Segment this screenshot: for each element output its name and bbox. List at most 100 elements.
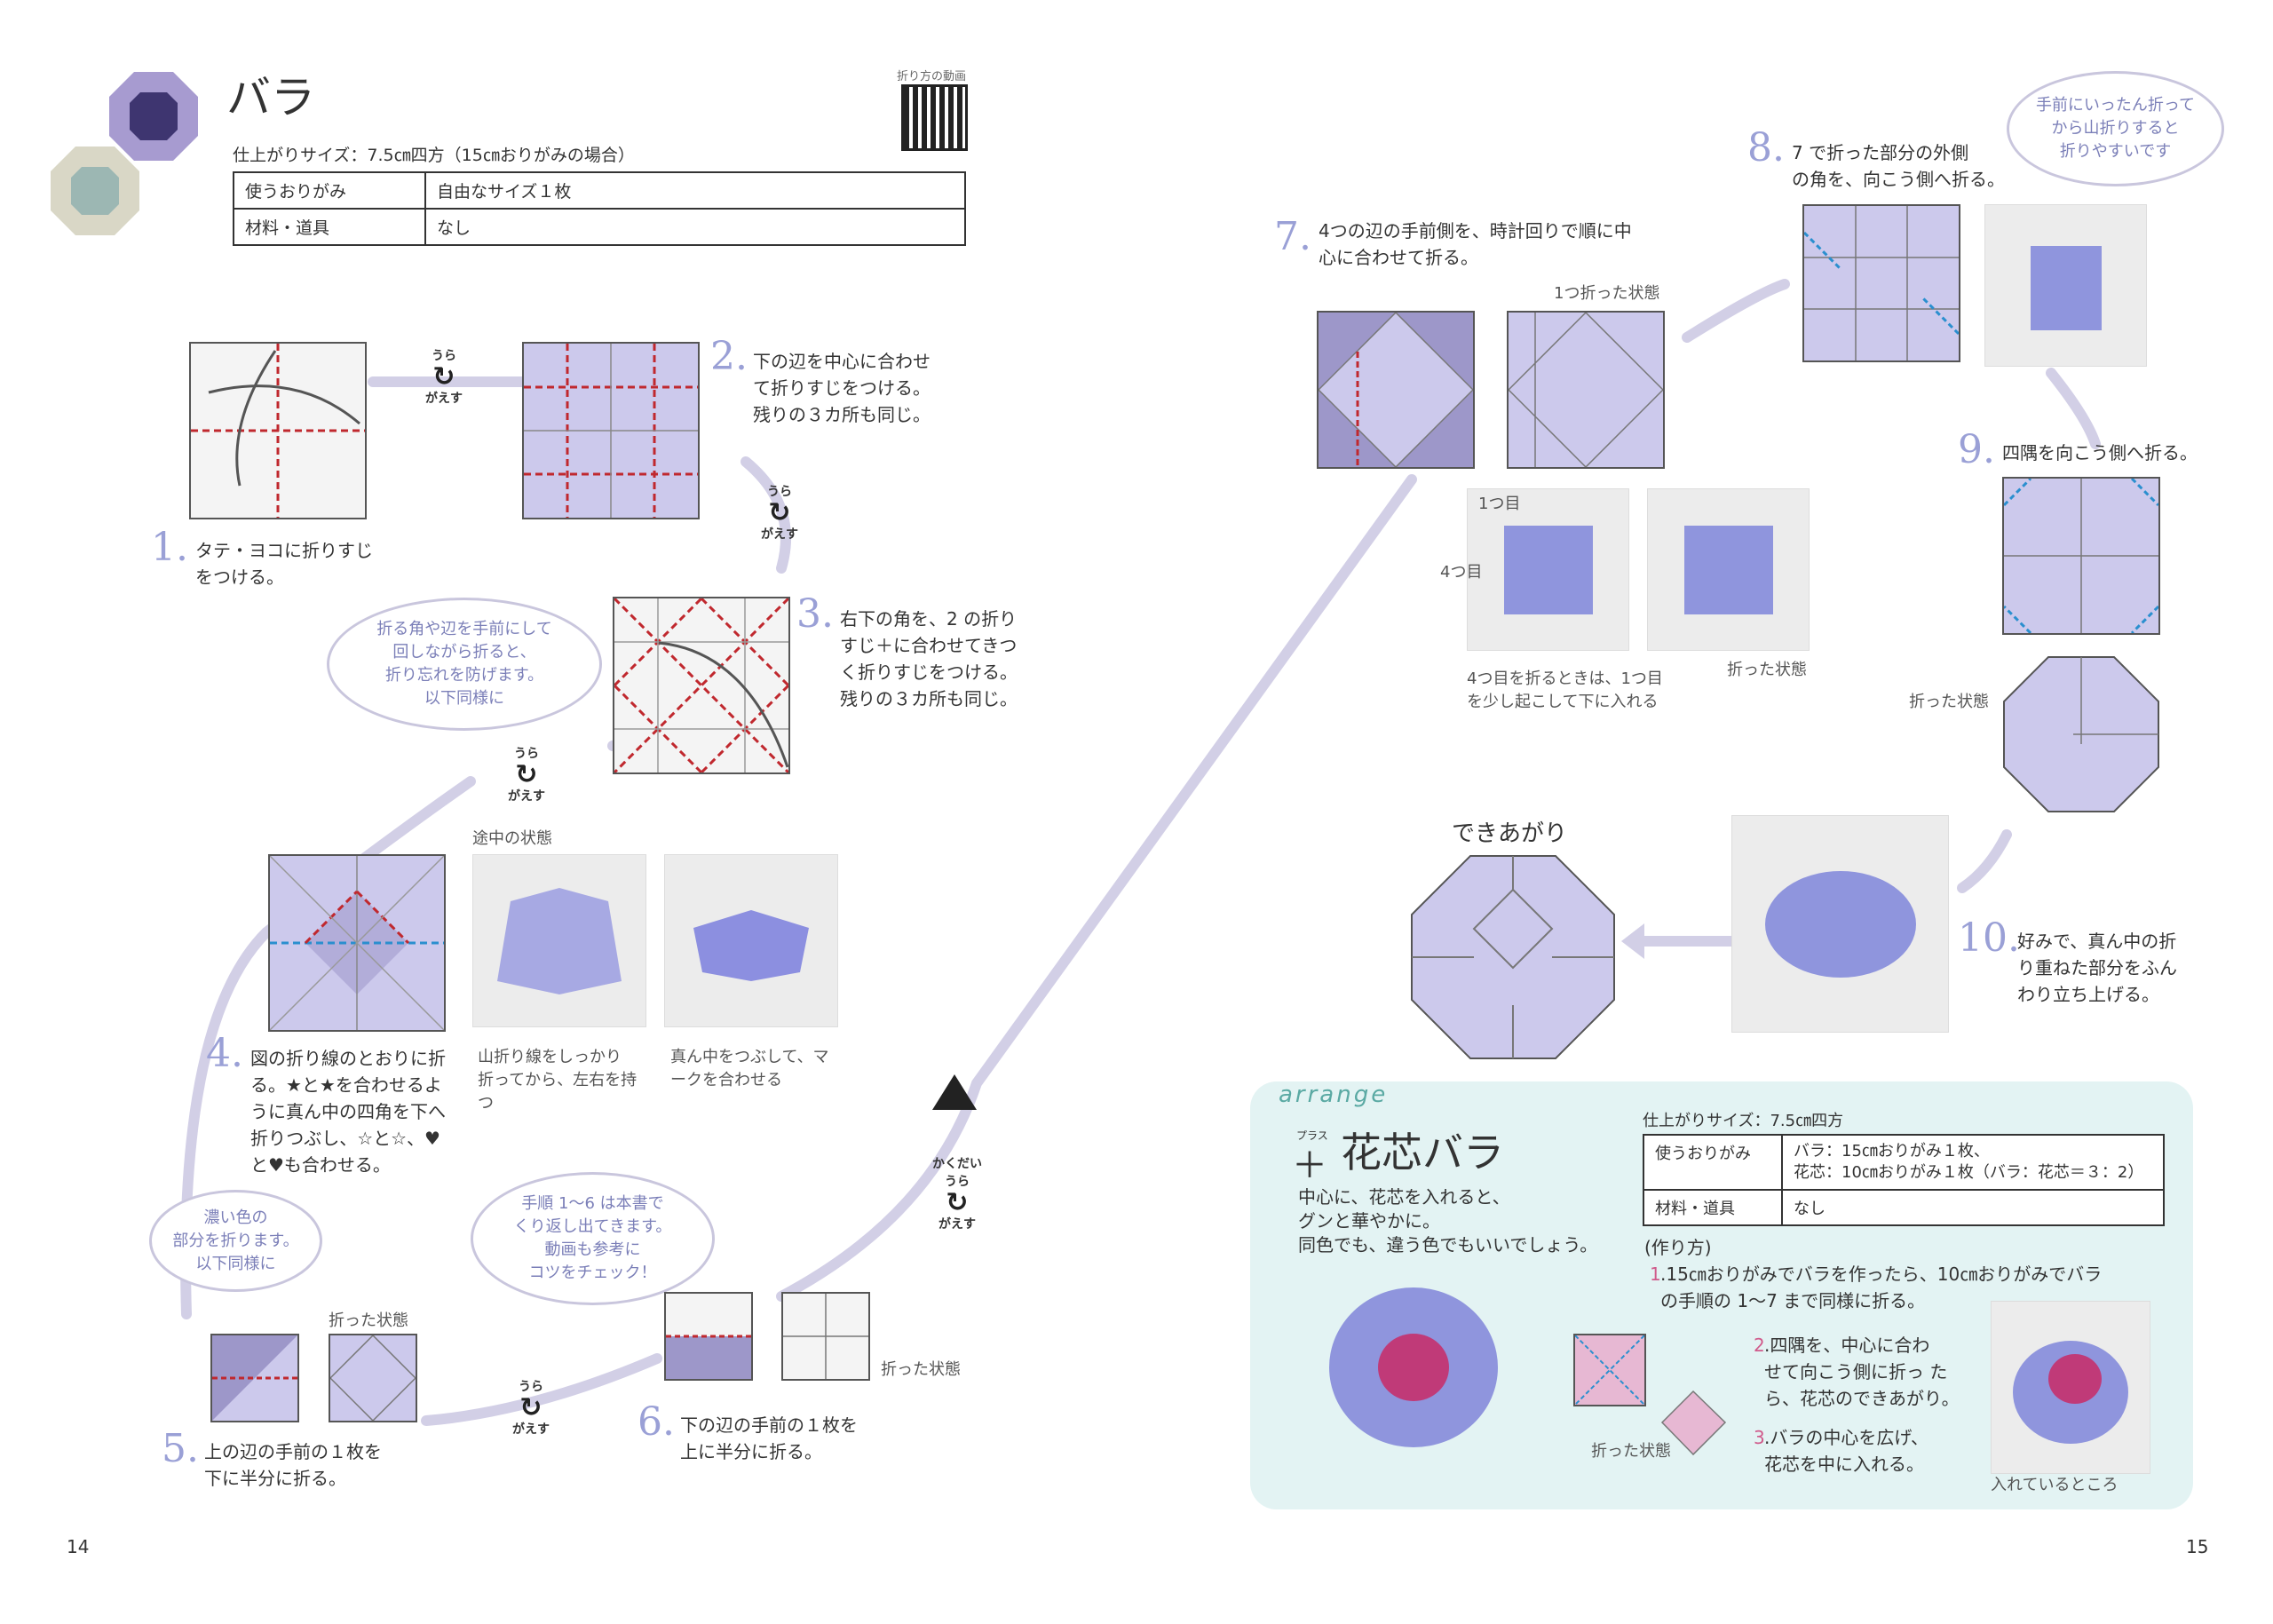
size-line: 仕上がりサイズ：7.5㎝四方（15㎝おりがみの場合） (233, 146, 635, 165)
step1-diagram (189, 342, 367, 519)
arrange-title: 花芯バラ (1341, 1129, 1504, 1176)
table-row: 材料・道具 なし (233, 208, 966, 246)
step8-number: 8. (1747, 125, 1785, 170)
step3-number: 3. (796, 591, 834, 637)
folded5-caption: 折った状態 (329, 1311, 408, 1330)
fold-lines (270, 856, 444, 1030)
step4-photo-2 (664, 854, 838, 1027)
done-label: できあがり (1452, 820, 1568, 847)
flip-icon: ↻ (768, 497, 791, 528)
arrow-up-icon (932, 1074, 977, 1110)
howto-1-number: 1 (1650, 1264, 1661, 1285)
rose-thumbnail-2 (46, 142, 144, 240)
step9-number: 9. (1958, 427, 1995, 472)
arrange-tag: arrange (1279, 1081, 1389, 1108)
spec-label: 材料・道具 (1643, 1189, 1783, 1226)
howto-3-number: 3 (1754, 1427, 1765, 1448)
spec-value: バラ：15㎝おりがみ１枚、 花芯：10㎝おりがみ１枚（バラ：花芯＝３：2） (1781, 1134, 2165, 1191)
step1-number: 1. (151, 525, 188, 570)
fold-lines (1804, 206, 1959, 360)
paper-icon (2030, 245, 2102, 330)
howto-3-text: .バラの中心を広げ、 花芯を中に入れる。 (1764, 1427, 1928, 1475)
fold-lines (1319, 313, 1473, 467)
fold-lines (2004, 479, 2158, 633)
step1-text: タテ・ヨコに折りすじ をつける。 (195, 540, 373, 588)
spec-value: 自由なサイズ１枚 (424, 171, 966, 210)
step7-number: 7. (1274, 214, 1311, 259)
page-number-right: 15 (2186, 1536, 2209, 1557)
paper-icon (1683, 525, 1773, 614)
table-row: 使うおりがみ バラ：15㎝おりがみ１枚、 花芯：10㎝おりがみ１枚（バラ：花芯＝… (1643, 1134, 2165, 1191)
flip-marker-4: うら↻がえす (495, 1379, 566, 1438)
step9-text: 四隅を向こう側へ折る。 (2002, 442, 2198, 463)
photo2-caption: 真ん中をつぶして、マ ークを合わせる (670, 1048, 829, 1089)
step3-text: 右下の角を、2 の折り すじ＋に合わせてきつ く折りすじをつける。 残りの３カ所… (840, 608, 1018, 709)
core-diagram (1573, 1334, 1646, 1406)
rose-pattern-icon (51, 147, 139, 235)
fold-lines (212, 1335, 297, 1421)
step9-diagram (2002, 477, 2160, 635)
howto-2-number: 2 (1754, 1335, 1765, 1356)
arrange-folded-caption: 折った状態 (1591, 1442, 1671, 1461)
flip-icon: ↻ (519, 1392, 543, 1423)
first-caption: 1つ目 (1478, 495, 1521, 513)
step7-diagram (1317, 311, 1475, 469)
step3-diagram (613, 597, 790, 774)
flip-marker-1: うら↻がえす (408, 348, 479, 407)
step5-number: 5. (162, 1426, 199, 1471)
step4-text: 図の折り線のとおりに折 る。★と★を合わせるよ うに真ん中の四角を下へ 折りつぶ… (250, 1048, 446, 1176)
fold-lines (524, 344, 698, 518)
table-row: 材料・道具 なし (1643, 1189, 2165, 1226)
flip-marker-5: うら↻がえす (922, 1174, 993, 1232)
step7-result (1507, 311, 1665, 469)
spec-table: 使うおりがみ 自由なサイズ１枚 材料・道具 なし (233, 171, 966, 246)
spec-value: なし (1781, 1189, 2165, 1226)
paper-icon (497, 887, 622, 994)
step4-diagram (268, 854, 446, 1032)
folded6-caption: 折った状態 (881, 1360, 961, 1379)
step2-text: 下の辺を中心に合わせ て折りすじをつける。 残りの３カ所も同じ。 (753, 351, 931, 425)
arrange-spec-table: 使うおりがみ バラ：15㎝おりがみ１枚、 花芯：10㎝おりがみ１枚（バラ：花芯＝… (1643, 1134, 2165, 1226)
page-title: バラ (226, 72, 315, 123)
midway-caption: 途中の状態 (472, 829, 552, 848)
page-number-left: 14 (67, 1536, 90, 1557)
howto-1-text: .15㎝おりがみでバラを作ったら、10㎝おりがみでバラ の手順の 1〜7 まで同… (1660, 1264, 2103, 1311)
paper-icon (693, 909, 809, 981)
qr-code-icon[interactable] (901, 84, 968, 151)
flip-marker-3: うら↻がえす (491, 746, 562, 804)
tip-bubble-4: 手前にいったん折って から山折りすると 折りやすいです (2007, 71, 2224, 186)
flip-icon: ↻ (946, 1187, 969, 1218)
inserted-caption: 入れているところ (1991, 1476, 2119, 1494)
howto-2-text: .四隅を、中心に合わ せて向こう側に折っ た ら、花芯のできあがり。 (1764, 1335, 1960, 1409)
step2-number: 2. (710, 334, 748, 379)
arrange-size: 仕上がりサイズ：7.5㎝四方 (1643, 1112, 1844, 1130)
step8-diagram (1802, 204, 1960, 362)
arrange-desc: 中心に、花芯を入れると、 グンと華やかに。 同色でも、違う色でもいいでしょう。 (1298, 1186, 1598, 1256)
tip-bubble-2: 濃い色の 部分を折ります。 以下同様に (149, 1190, 322, 1292)
enlarge-caption: かくだい (932, 1157, 982, 1171)
fold-lines (191, 344, 365, 518)
step6-text: 下の辺の手前の１枚を 上に半分に折る。 (680, 1414, 858, 1462)
table-row: 使うおりがみ 自由なサイズ１枚 (233, 171, 966, 210)
step5-diagram (210, 1334, 299, 1422)
spec-value: なし (424, 208, 966, 246)
photo1-caption: 山折り線をしっかり 折ってから、左右を持 つ (478, 1048, 638, 1113)
paper-icon (1503, 525, 1593, 614)
flip-icon: ↻ (515, 759, 538, 790)
step2-diagram (522, 342, 700, 519)
step8-photo (1984, 204, 2147, 367)
arrange-plus: ＋ (1292, 1145, 1327, 1186)
step10-text: 好みで、真ん中の折 り重ねた部分をふん わり立ち上げる。 (2017, 931, 2177, 1005)
step10-number: 10. (1958, 915, 2020, 961)
fourth-note: 4つ目を折るときは、1つ目 を少し起こして下に入れる (1467, 669, 1663, 711)
step7-photo-2 (1647, 488, 1810, 651)
step6-number: 6. (638, 1399, 675, 1445)
finished-rose (1411, 855, 1615, 1059)
flip-marker-2: うら↻がえす (744, 484, 815, 543)
folded9-caption: 折った状態 (1909, 693, 1989, 711)
rose-thumbnail (105, 67, 202, 165)
rose-icon (2013, 1340, 2128, 1444)
video-label: 折り方の動画 (897, 70, 967, 83)
step4-number: 4. (206, 1031, 243, 1076)
flip-icon: ↻ (432, 361, 455, 392)
